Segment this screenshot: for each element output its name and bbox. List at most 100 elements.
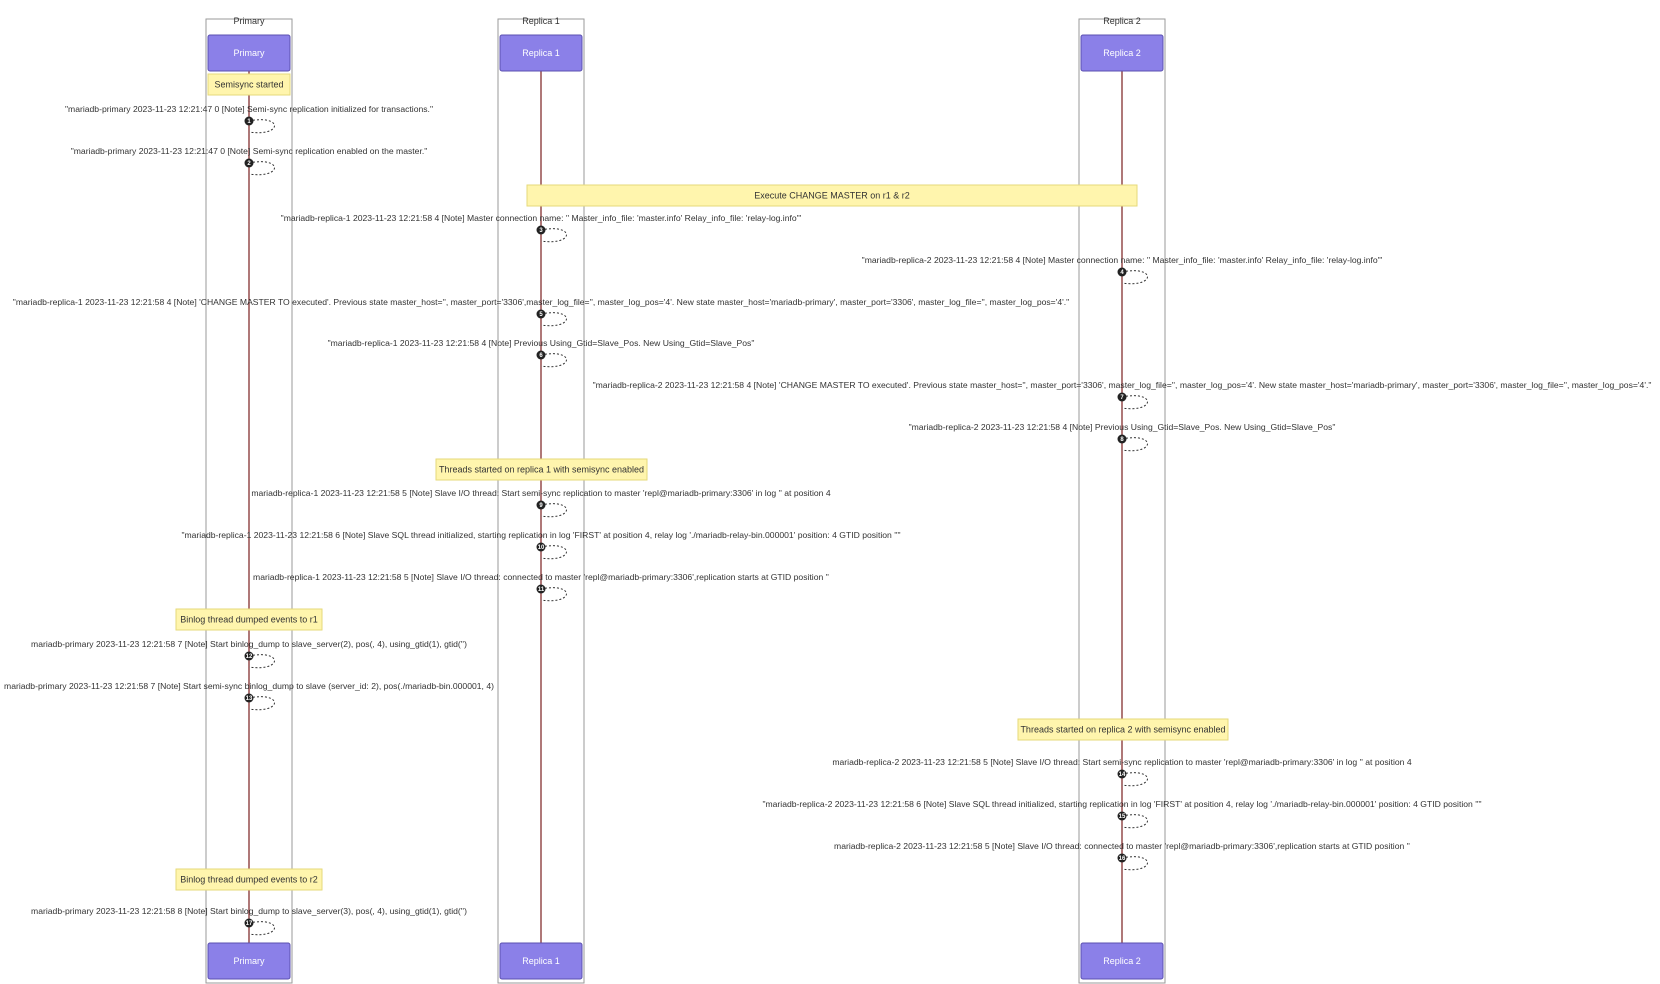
self-message-text: "mariadb-replica-1 2023-11-23 12:21:58 4… [13,297,1069,307]
sequence-number: 6 [539,353,543,359]
self-message-text: mariadb-replica-1 2023-11-23 12:21:58 5 … [251,488,830,498]
self-message: 4 "mariadb-replica-2 2023-11-23 12:21:58 … [862,255,1383,285]
sequence-number: 4 [1120,270,1124,276]
self-message-arrow [1121,814,1148,829]
sequence-number-marker [536,542,546,552]
self-message-arrow [1121,395,1148,410]
self-message-arrow [1121,437,1148,452]
self-message: 10 "mariadb-replica-1 2023-11-23 12:21:58… [181,530,901,560]
self-message: 9 mariadb-replica-1 2023-11-23 12:21:58 5… [251,488,831,518]
self-message-text: mariadb-replica-1 2023-11-23 12:21:58 5 … [253,572,829,582]
sequence-number: 13 [246,696,253,702]
actor-label: Replica 2 [1103,48,1141,58]
sequence-number-marker [244,918,254,928]
sequence-number: 17 [246,921,253,927]
actor-box [1080,942,1164,980]
self-message-text: "mariadb-replica-2 2023-11-23 12:21:58 4… [909,422,1336,432]
self-message-text: "mariadb-replica-1 2023-11-23 12:21:58 4… [281,213,802,223]
self-message: 14 mariadb-replica-2 2023-11-23 12:21:58 … [832,757,1412,787]
self-message-text: "mariadb-primary 2023-11-23 12:21:47 0 [… [65,104,433,114]
self-message-arrow [248,696,275,711]
self-message-arrow [248,654,275,669]
actor-box [207,34,291,72]
sequence-number: 9 [539,503,543,509]
actor-group-box-primary [205,18,293,984]
actor-box [1080,34,1164,72]
self-message-text: "mariadb-replica-1 2023-11-23 12:21:58 6… [181,530,900,540]
note-box [175,608,323,631]
self-message: 16 mariadb-replica-2 2023-11-23 12:21:58 … [834,841,1410,871]
sequence-number: 5 [539,312,543,318]
self-message-text: mariadb-primary 2023-11-23 12:21:58 8 [N… [31,906,467,916]
self-message-arrow [540,312,567,327]
self-message-text: mariadb-replica-2 2023-11-23 12:21:58 5 … [832,757,1411,767]
actor-label: Replica 1 [522,956,560,966]
self-message: 17 mariadb-primary 2023-11-23 12:21:58 8 … [31,906,467,936]
sequence-number: 15 [1119,814,1126,820]
actor-group-title-primary: Primary [234,16,265,26]
actor-label: Primary [234,48,265,58]
sequence-number: 14 [1119,772,1126,778]
self-message-arrow [540,587,567,602]
sequence-number: 3 [539,228,543,234]
self-message-text: "mariadb-replica-2 2023-11-23 12:21:58 4… [862,255,1383,265]
actor-box [207,942,291,980]
actor-r1-bottom[interactable]: Replica 1 [499,942,583,980]
sequence-number: 1 [247,119,251,125]
sequence-number: 16 [1119,856,1126,862]
sequence-number: 2 [247,161,251,167]
self-message: 2 "mariadb-primary 2023-11-23 12:21:47 0 … [71,146,428,176]
self-message-arrow [248,921,275,936]
self-message-text: "mariadb-replica-1 2023-11-23 12:21:58 4… [328,338,755,348]
self-message: 15"mariadb-replica-2 2023-11-23 12:21:58… [762,799,1482,829]
actor-group-title-r2: Replica 2 [1103,16,1141,26]
self-message-text: mariadb-primary 2023-11-23 12:21:58 7 [N… [31,639,467,649]
self-message-arrow [1121,856,1148,871]
actor-r2-top[interactable]: Replica 2 [1080,34,1164,72]
note-box [526,184,1138,207]
self-message: 11 mariadb-replica-1 2023-11-23 12:21:58 … [253,572,829,602]
note-text: Semisync started [214,80,283,90]
actor-r1-top[interactable]: Replica 1 [499,34,583,72]
sequence-number-marker [536,584,546,594]
actor-primary-top[interactable]: Primary [207,34,291,72]
note: Threads started on replica 2 with semisy… [1017,718,1229,741]
actor-primary-bottom[interactable]: Primary [207,942,291,980]
sequence-number: 11 [538,587,545,593]
self-message: 1 "mariadb-primary 2023-11-23 12:21:47 0 … [65,104,433,134]
self-message: 5 "mariadb-replica-1 2023-11-23 12:21:58 … [13,297,1069,327]
self-message-text: mariadb-primary 2023-11-23 12:21:58 7 [N… [4,681,494,691]
sequence-number-marker [536,500,546,510]
note: Threads started on replica 1 with semisy… [435,458,648,481]
self-message-arrow [540,503,567,518]
sequence-number-marker [536,309,546,319]
note: Binlog thread dumped events to r1 [175,608,323,631]
self-message-arrow [540,228,567,243]
self-message-text: mariadb-replica-2 2023-11-23 12:21:58 5 … [834,841,1410,851]
actor-r2-bottom[interactable]: Replica 2 [1080,942,1164,980]
self-message: 8"mariadb-replica-2 2023-11-23 12:21:58 … [909,422,1336,452]
self-message-text: "mariadb-primary 2023-11-23 12:21:47 0 [… [71,146,428,156]
sequence-number: 7 [1120,395,1124,401]
sequence-number-marker [244,158,254,168]
sequence-number-marker [244,116,254,126]
actor-box [499,942,583,980]
actor-label: Replica 2 [1103,956,1141,966]
self-message-arrow [1121,772,1148,787]
note-box [175,868,323,891]
note-text: Execute CHANGE MASTER on r1 & r2 [754,191,910,201]
self-message-arrow [248,119,275,134]
sequence-number-marker [1117,769,1127,779]
actor-group-box-r1 [497,18,585,984]
sequence-number-marker [1117,853,1127,863]
actor-label: Primary [234,956,265,966]
actor-group-title-r1: Replica 1 [522,16,560,26]
actor-group-box-r2 [1078,18,1166,984]
actor-box [499,34,583,72]
sequence-number: 10 [538,545,545,551]
note-text: Binlog thread dumped events to r2 [180,875,318,885]
self-message-arrow [540,353,567,368]
self-message-arrow [540,545,567,560]
